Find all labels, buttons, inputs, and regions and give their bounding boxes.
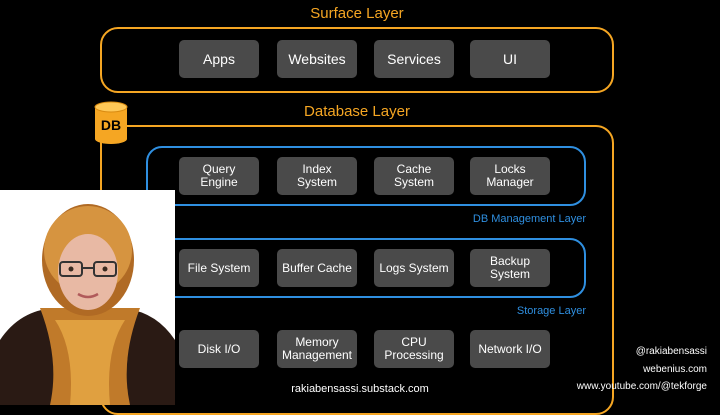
storage-item-buffer-cache: Buffer Cache — [277, 249, 357, 287]
db-badge-label: DB — [100, 117, 122, 133]
presenter-photo — [0, 190, 175, 405]
credit-site: webenius.com — [643, 364, 707, 375]
surface-item-ui: UI — [470, 40, 550, 78]
footer-substack: rakiabensassi.substack.com — [291, 383, 429, 395]
hardware-item-memory-management: Memory Management — [277, 330, 357, 368]
surface-item-websites: Websites — [277, 40, 357, 78]
hardware-item-cpu-processing: CPU Processing — [374, 330, 454, 368]
surface-item-apps: Apps — [179, 40, 259, 78]
db-management-box — [146, 146, 586, 206]
database-layer-title: Database Layer — [304, 103, 410, 120]
storage-item-backup-system: Backup System — [470, 249, 550, 287]
surface-item-services: Services — [374, 40, 454, 78]
credit-handle: @rakiabensassi — [635, 346, 707, 357]
hardware-item-network-io: Network I/O — [470, 330, 550, 368]
credit-youtube: www.youtube.com/@tekforge — [576, 381, 707, 392]
storage-item-file-system: File System — [179, 249, 259, 287]
dbm-item-locks-manager: Locks Manager — [470, 157, 550, 195]
hardware-item-disk-io: Disk I/O — [179, 330, 259, 368]
database-cylinder-icon — [94, 101, 128, 144]
dbm-item-query-engine: Query Engine — [179, 157, 259, 195]
storage-item-logs-system: Logs System — [374, 249, 454, 287]
dbm-item-index-system: Index System — [277, 157, 357, 195]
surface-layer-title: Surface Layer — [310, 5, 404, 22]
db-management-label: DB Management Layer — [472, 213, 586, 225]
storage-layer-label: Storage Layer — [516, 305, 586, 317]
surface-layer-box — [100, 27, 614, 93]
dbm-item-cache-system: Cache System — [374, 157, 454, 195]
